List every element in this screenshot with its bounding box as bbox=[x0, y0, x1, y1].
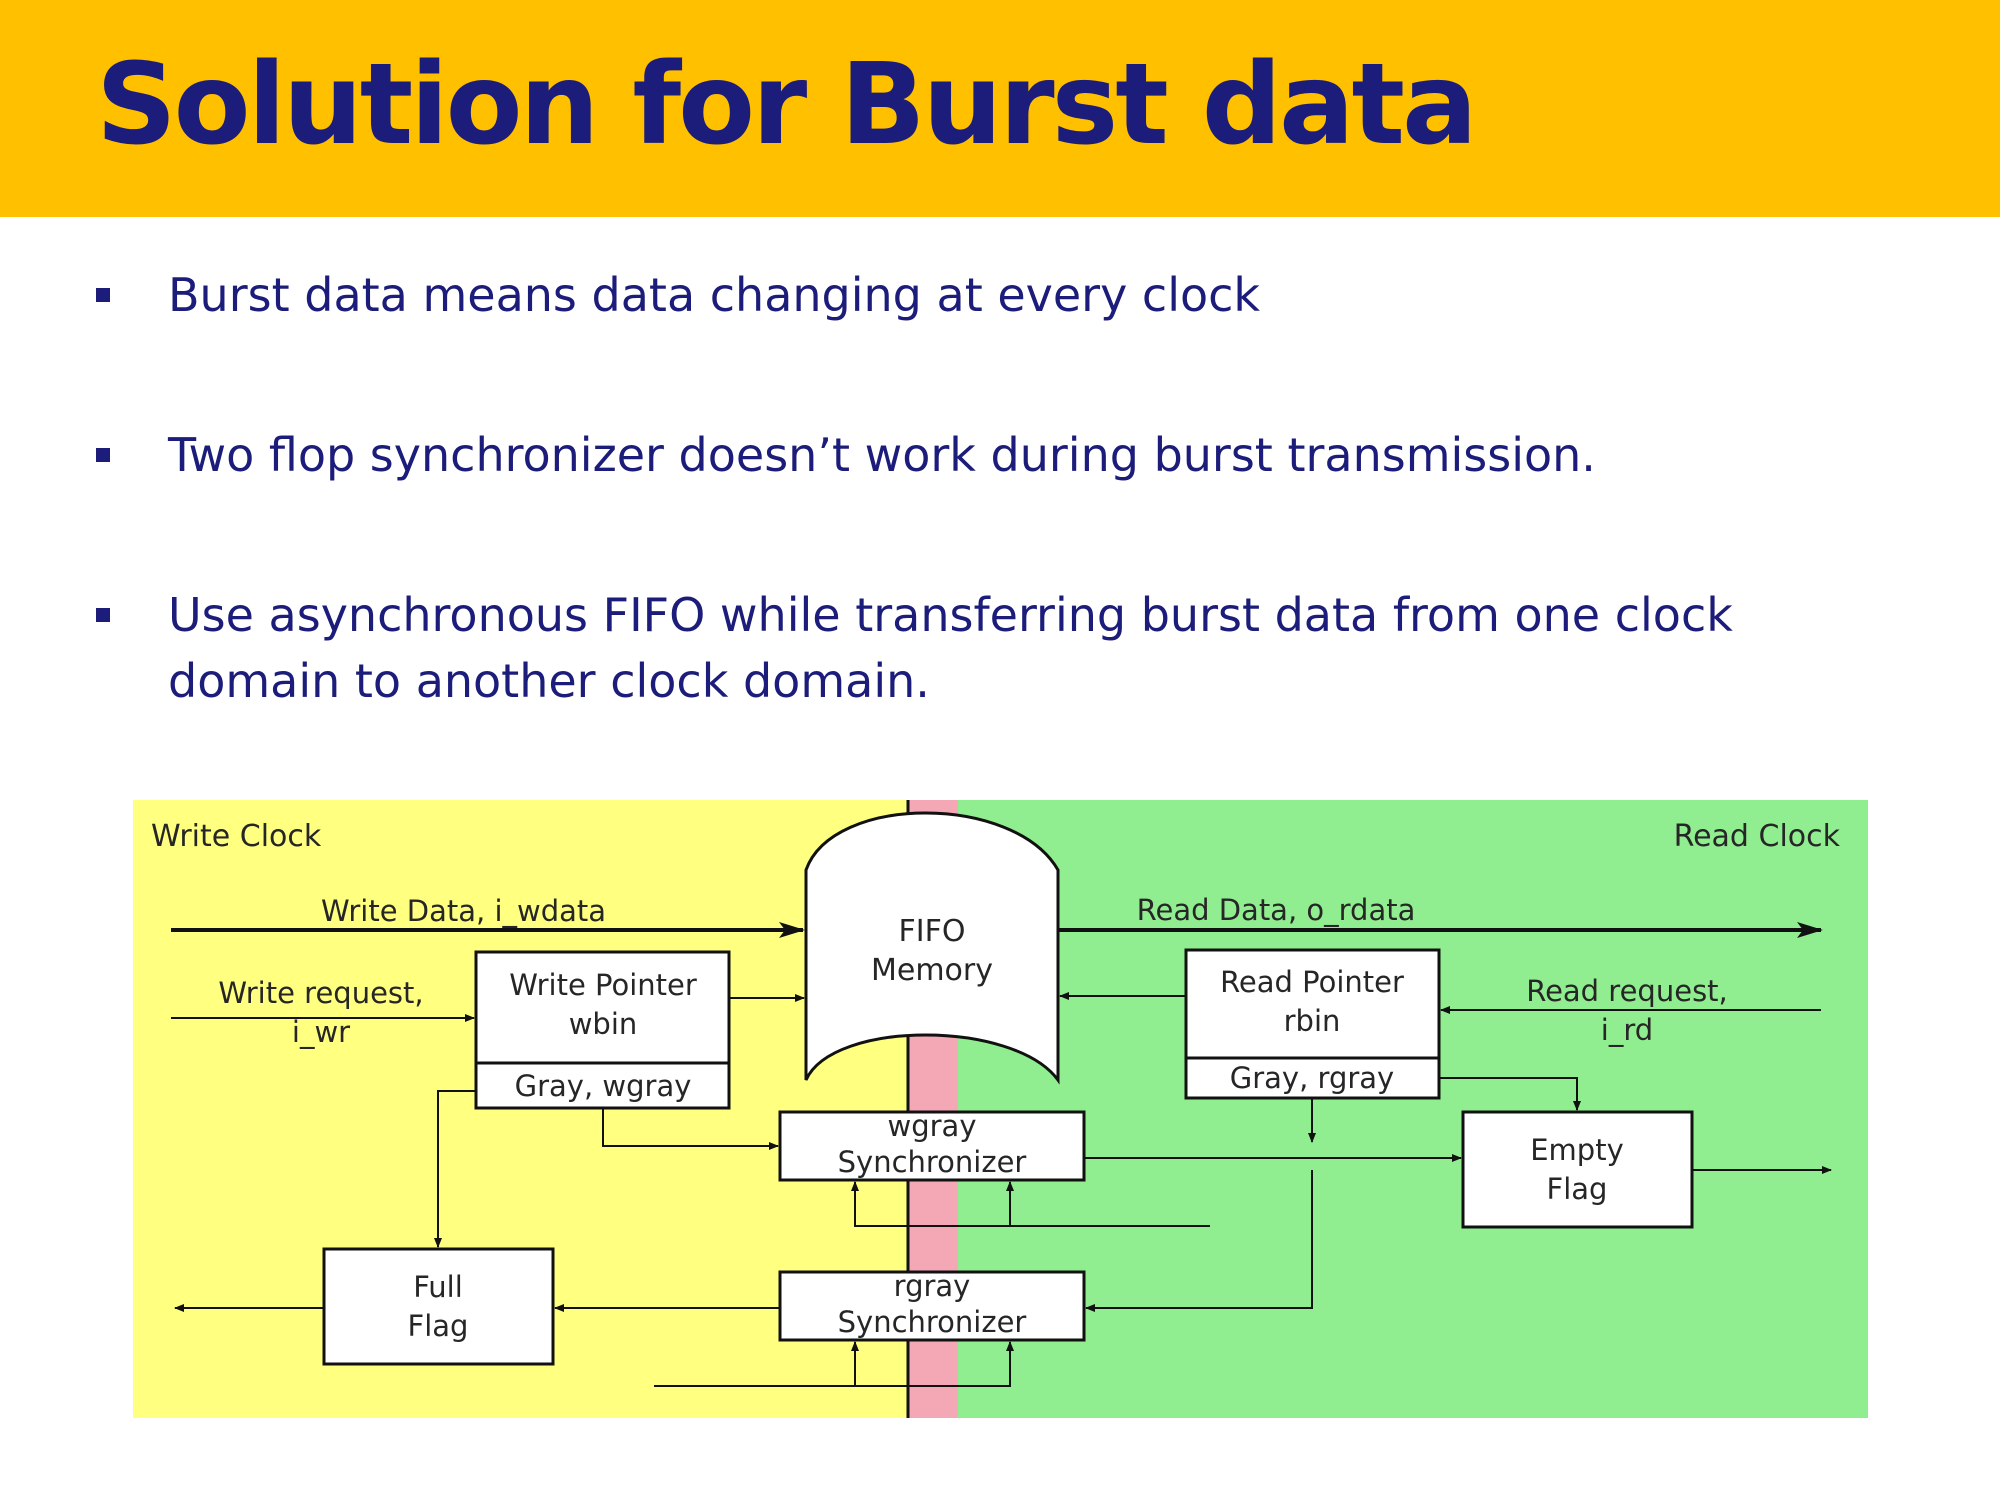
write-request-label: i_wr bbox=[292, 1015, 350, 1049]
write-pointer-label: wbin bbox=[569, 1007, 638, 1041]
rgray-to-empty-wire bbox=[1439, 1077, 1581, 1111]
rgray-to-sync-wire bbox=[1085, 1170, 1313, 1312]
read-pointer-label: Read Pointer bbox=[1220, 965, 1404, 999]
full-flag-block bbox=[322, 1247, 555, 1366]
empty-flag-label: Flag bbox=[1547, 1172, 1608, 1206]
read-clock-region bbox=[958, 800, 1868, 1418]
write-data-label: Write Data, i_wdata bbox=[321, 894, 606, 928]
bullet-text: Two flop synchronizer doesn’t work durin… bbox=[168, 428, 1596, 482]
bullet-square-icon bbox=[96, 448, 110, 462]
write-request-label: Write request, bbox=[218, 976, 423, 1010]
rsync-clock-wire bbox=[654, 1341, 1014, 1387]
wgray-to-sync-wire bbox=[602, 1108, 779, 1150]
wgray-to-full-wire bbox=[434, 1090, 476, 1248]
read-gray-block bbox=[1184, 1056, 1441, 1100]
async-fifo-diagram: Write Clock Read Clock Write Data, i_wda… bbox=[133, 800, 1868, 1418]
full-flag-label: Full bbox=[413, 1270, 463, 1304]
read-request-label: i_rd bbox=[1601, 1013, 1653, 1047]
fifo-memory-label: FIFO bbox=[899, 914, 966, 949]
bullet-item: Two flop synchronizer doesn’t work durin… bbox=[96, 422, 1808, 488]
wgray-synchronizer-label: Synchronizer bbox=[838, 1145, 1027, 1179]
read-request-label: Read request, bbox=[1526, 974, 1728, 1008]
bullet-text: Use asynchronous FIFO while transferring… bbox=[168, 588, 1733, 708]
write-clock-label: Write Clock bbox=[151, 819, 322, 854]
write-pointer-label: Write Pointer bbox=[509, 968, 697, 1002]
read-gray-label: Gray, rgray bbox=[1230, 1061, 1394, 1095]
slide-title: Solution for Burst data bbox=[96, 40, 1478, 170]
wgray-synchronizer-block bbox=[778, 1110, 1086, 1182]
fifo-memory-label: Memory bbox=[871, 953, 993, 988]
empty-flag-label: Empty bbox=[1530, 1133, 1624, 1167]
bullet-item: Burst data means data changing at every … bbox=[96, 262, 1808, 328]
rgray-synchronizer-label: rgray bbox=[894, 1269, 971, 1303]
bullet-square-icon bbox=[96, 288, 110, 302]
rgray-synchronizer-label: Synchronizer bbox=[838, 1305, 1027, 1339]
empty-flag-block bbox=[1461, 1110, 1694, 1229]
wsync-clock-wire bbox=[851, 1181, 1210, 1227]
read-clock-label: Read Clock bbox=[1674, 819, 1841, 854]
bullet-text: Burst data means data changing at every … bbox=[168, 268, 1261, 322]
rgray-synchronizer-block bbox=[778, 1270, 1086, 1342]
wgray-synchronizer-label: wgray bbox=[888, 1109, 977, 1143]
write-pointer-block bbox=[474, 950, 731, 1065]
write-gray-block bbox=[474, 1061, 731, 1110]
title-bar: Solution for Burst data bbox=[0, 0, 2000, 217]
fifo-memory-shape bbox=[804, 811, 1060, 1085]
read-data-label: Read Data, o_rdata bbox=[1137, 893, 1416, 927]
read-pointer-label: rbin bbox=[1284, 1004, 1341, 1038]
bullet-square-icon bbox=[96, 608, 110, 622]
full-flag-label: Flag bbox=[408, 1309, 469, 1343]
write-gray-label: Gray, wgray bbox=[515, 1069, 692, 1103]
bullet-item: Use asynchronous FIFO while transferring… bbox=[96, 582, 1808, 714]
